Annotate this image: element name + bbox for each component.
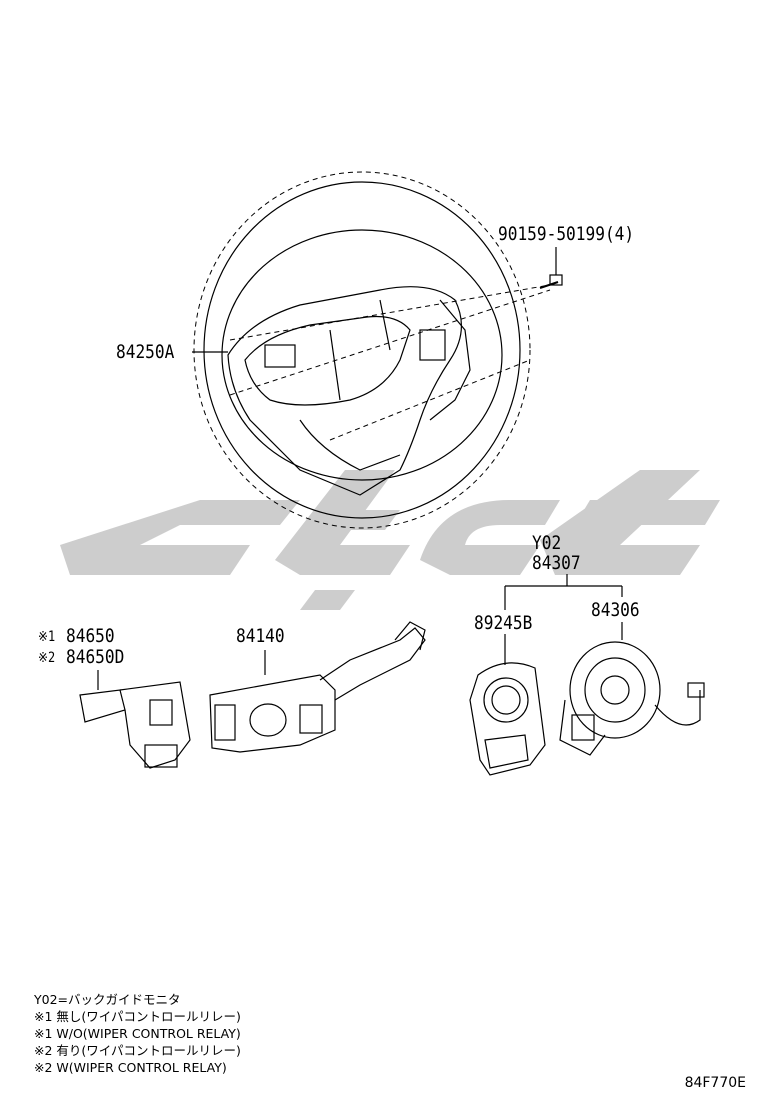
label-wiper-switch-1-mark: ※1 [38, 629, 56, 645]
label-group-code: Y02 [532, 532, 562, 554]
note-line: ※1 W/O(WIPER CONTROL RELAY) [34, 1026, 241, 1041]
label-bolt: 90159-50199(4) [498, 223, 635, 245]
note-line: ※2 有り(ワイパコントロールリレー) [34, 1043, 241, 1058]
label-spiral-cable: 84306 [591, 599, 640, 621]
steering-sensor-drawing [469, 634, 546, 776]
note-line: ※1 無し(ワイパコントロールリレー) [34, 1009, 241, 1024]
label-steering-pad: 84250A [116, 341, 175, 363]
group-bracket-84307 [504, 574, 623, 610]
turn-switch-drawing [209, 621, 426, 753]
steering-wheel-drawing [193, 171, 551, 529]
label-spiral-assembly: 84307 [532, 552, 581, 574]
label-steering-sensor: 89245B [474, 612, 533, 634]
wiper-switch-drawing [79, 670, 191, 769]
label-turn-switch: 84140 [236, 625, 285, 647]
note-line: ※2 W(WIPER CONTROL RELAY) [34, 1060, 227, 1075]
note-line: Y02=バックガイドモニタ [34, 992, 181, 1007]
figure-code: 84F770E [684, 1075, 746, 1091]
label-wiper-switch-2-mark: ※2 [38, 650, 56, 666]
spiral-cable-drawing [559, 622, 705, 756]
watermark-logo [60, 470, 720, 610]
label-wiper-switch-1: 84650 [66, 625, 115, 647]
label-wiper-switch-2: 84650D [66, 646, 125, 668]
bolt-drawing [539, 247, 563, 289]
